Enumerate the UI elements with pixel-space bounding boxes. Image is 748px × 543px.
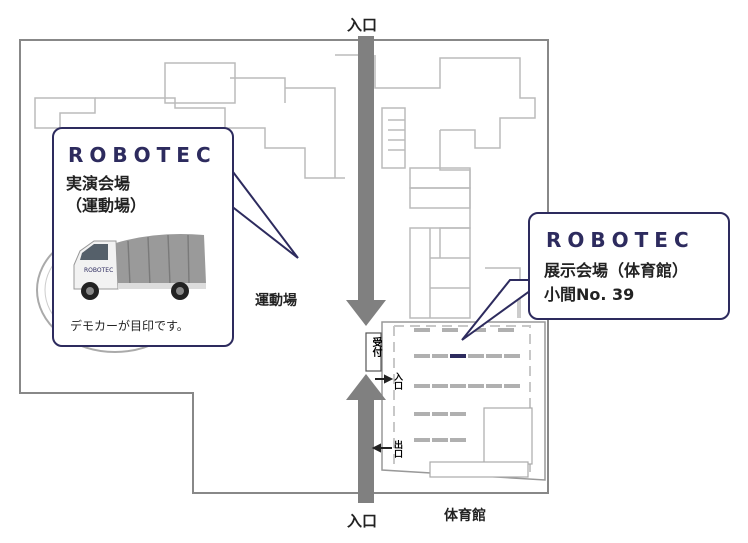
main-building <box>34 54 536 319</box>
truck-logo: ROBOTEC <box>84 267 113 274</box>
booth-block <box>432 412 448 416</box>
booth-venue-name: 展示会場（体育館） <box>544 261 689 280</box>
demo-truck-image: ROBOTEC <box>73 234 206 300</box>
booth-block <box>470 328 486 332</box>
booth-number: 小間No. 39 <box>544 285 635 304</box>
booth-block <box>414 384 430 388</box>
gymnasium-label: 体育館 <box>444 508 486 524</box>
demo-venue-callout: ROBOTEC 実演会場 （運動場） ROBOTEC デモカーが目印です。 <box>52 127 234 347</box>
arrow-bottom-shaft <box>358 400 374 503</box>
exhibit-booth-callout: ROBOTEC 展示会場（体育館） 小間No. 39 <box>528 212 730 320</box>
booth-block <box>468 354 484 358</box>
booth-39-marker <box>450 354 466 358</box>
entrance-arrows <box>346 36 386 503</box>
demo-car-note: デモカーが目印です。 <box>70 319 189 333</box>
booth-block <box>450 384 466 388</box>
booth-block <box>414 412 430 416</box>
arrow-top-shaft <box>358 36 374 300</box>
gym-entrance-label: 入口 <box>392 372 402 390</box>
entrance-top-label: 入口 <box>347 16 378 34</box>
booth-block <box>504 354 520 358</box>
demo-callout-pointer <box>229 165 299 259</box>
reception-label: 受付 <box>370 337 381 357</box>
booth-block <box>498 328 514 332</box>
booth-block <box>442 328 458 332</box>
campus-boundary <box>19 39 549 494</box>
booth-block <box>414 328 430 332</box>
booth-block <box>486 384 502 388</box>
booth-block <box>504 384 520 388</box>
gym-stage <box>483 407 533 465</box>
booth-block <box>450 438 466 442</box>
booth-block <box>414 354 430 358</box>
booth-block <box>450 412 466 416</box>
demo-venue-name: 実演会場 <box>66 174 131 193</box>
demo-brand-name: ROBOTEC <box>68 143 217 167</box>
booth-block <box>432 438 448 442</box>
booth-brand-name: ROBOTEC <box>546 228 695 252</box>
gym-storage <box>429 461 529 478</box>
booth-callout-pointer <box>461 279 549 341</box>
reception-booth <box>365 332 382 372</box>
demo-venue-sub: （運動場） <box>66 196 147 215</box>
gym-exit-label: 出口 <box>392 440 402 458</box>
booth-rows <box>414 328 520 442</box>
field-label: 運動場 <box>255 293 297 309</box>
booth-block <box>432 354 448 358</box>
arrow-top-head <box>346 300 386 326</box>
booth-block <box>414 438 430 442</box>
booth-block <box>468 384 484 388</box>
entrance-bottom-label: 入口 <box>347 512 378 530</box>
booth-block <box>486 354 502 358</box>
arrow-bottom-head <box>346 374 386 400</box>
booth-block <box>432 384 448 388</box>
